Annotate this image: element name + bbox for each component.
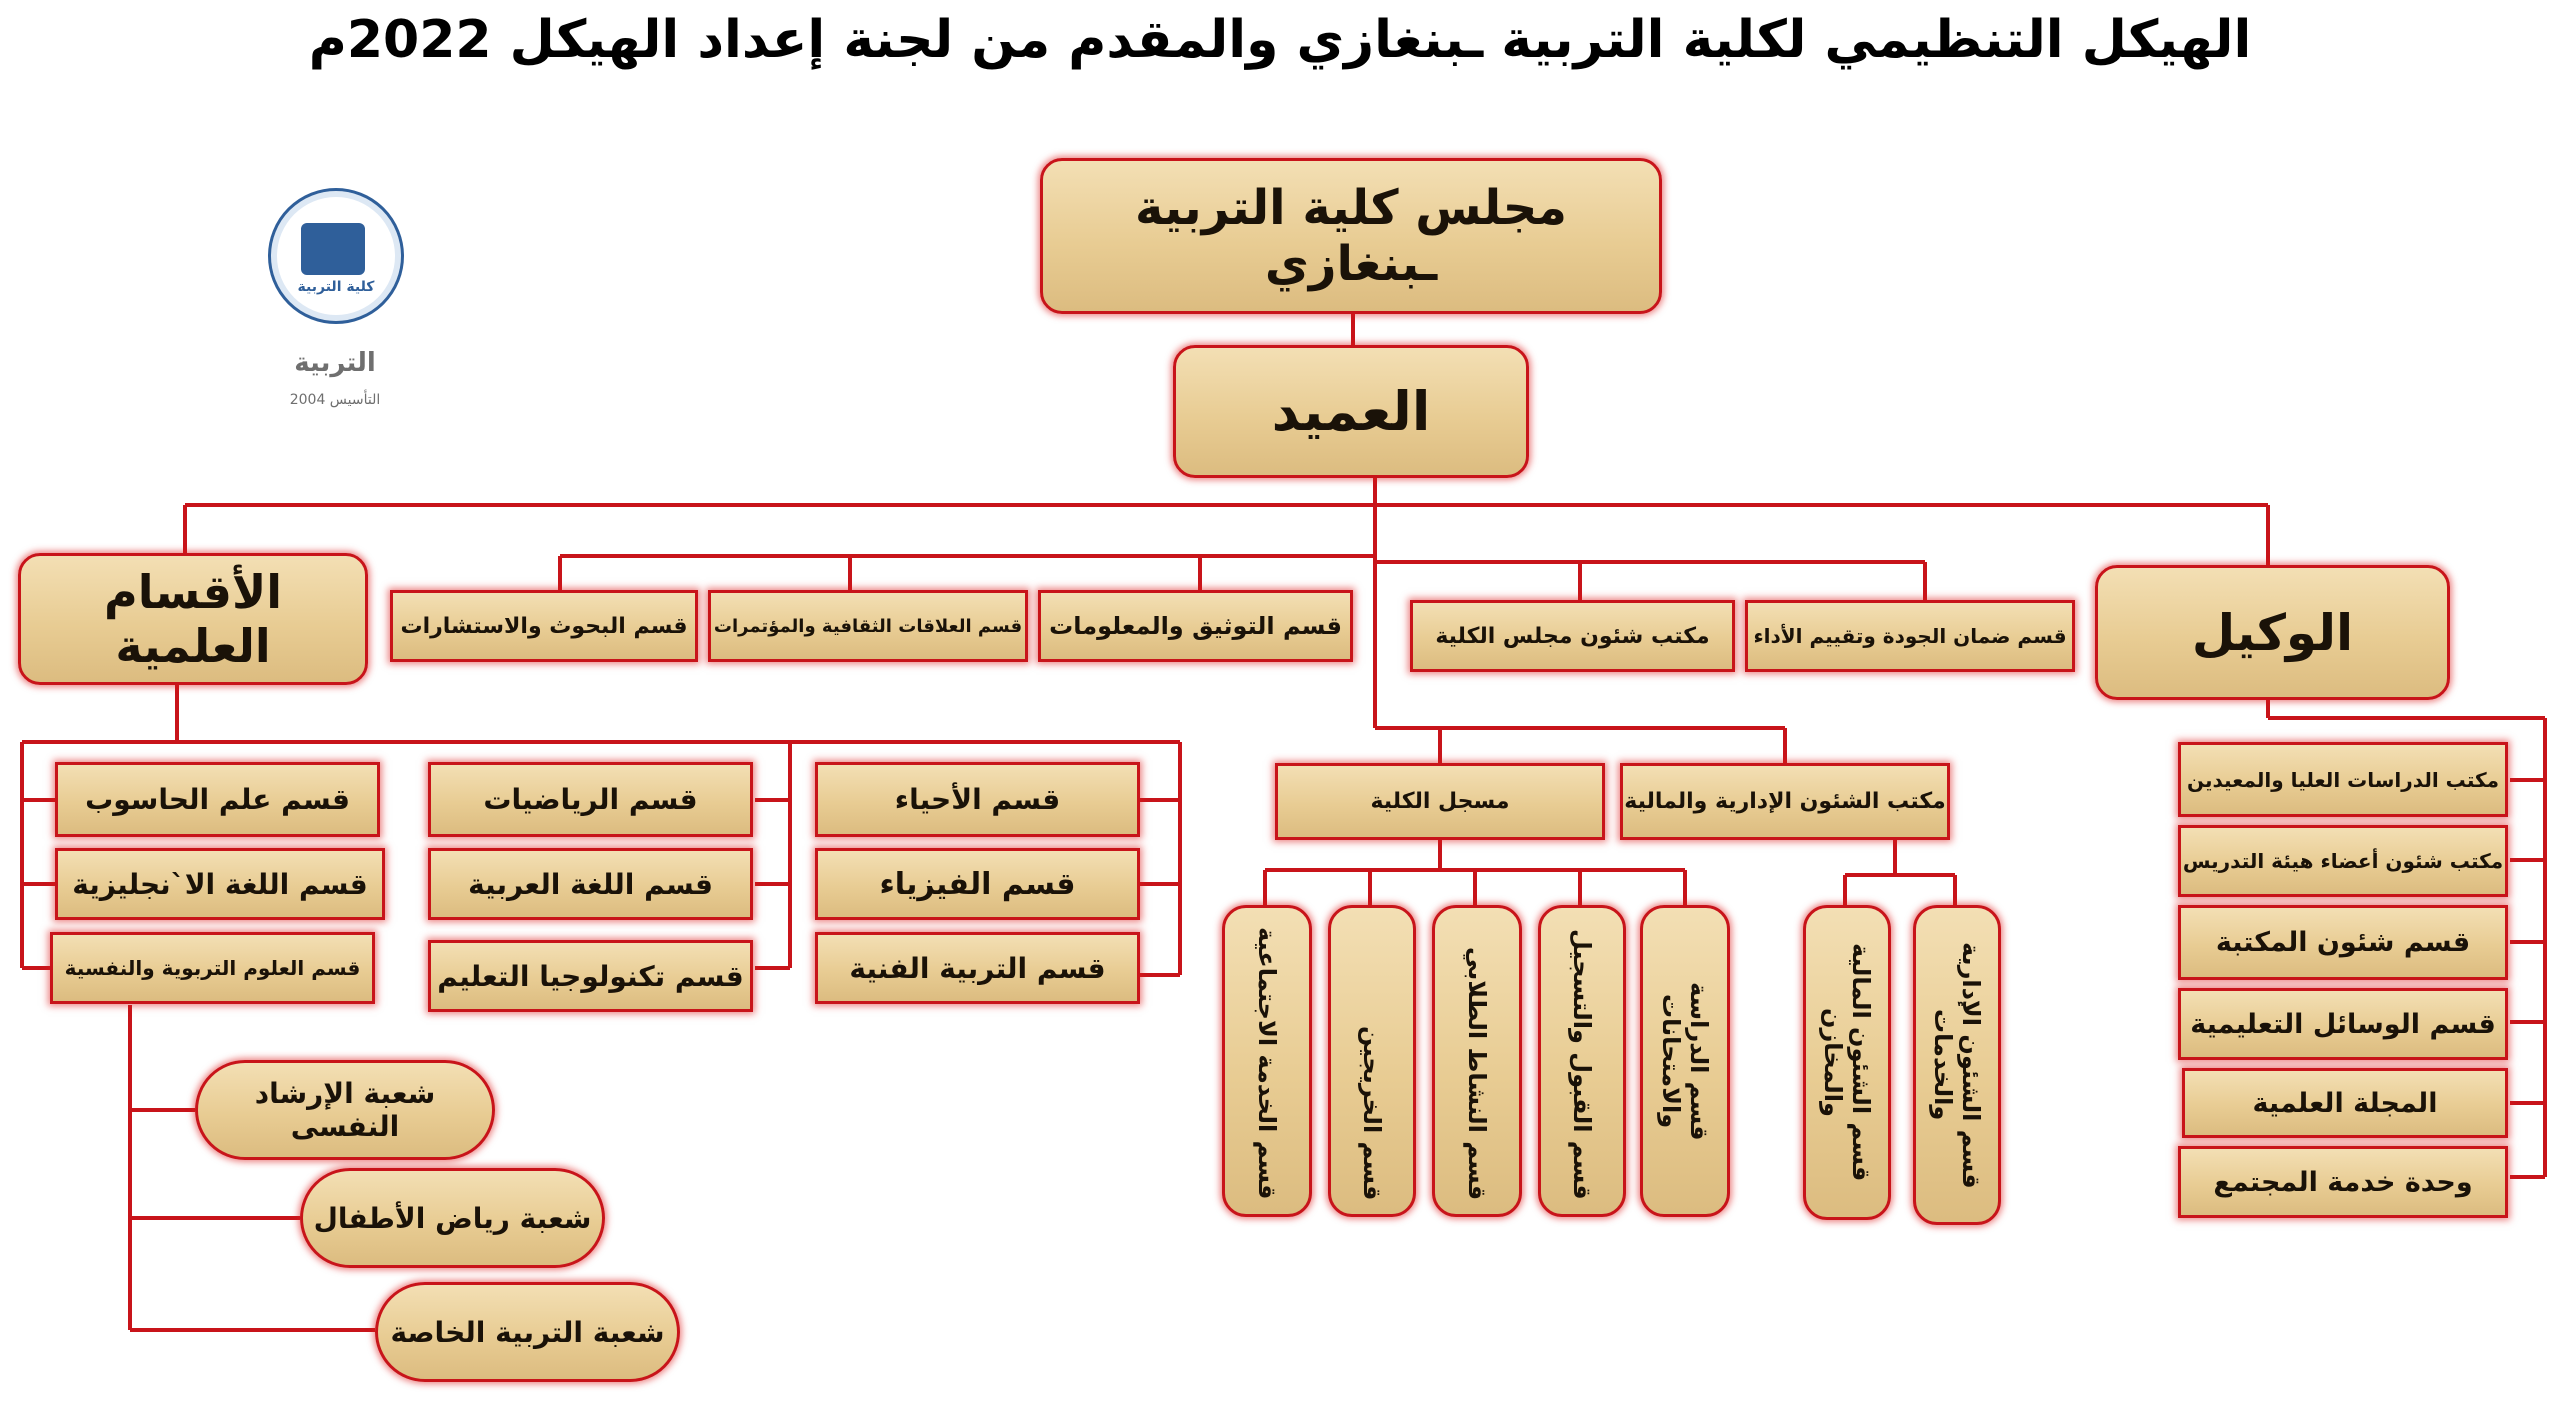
branch-pill: شعبة التربية الخاصة <box>375 1282 680 1382</box>
vice-dean-box: الوكيل <box>2095 565 2450 700</box>
department-box: قسم علم الحاسوب <box>55 762 380 837</box>
registrar-box: مسجل الكلية <box>1275 763 1605 840</box>
book-icon <box>301 223 365 275</box>
quality-unit-box: قسم ضمان الجودة وتقييم الأداء <box>1745 600 2075 672</box>
vice-item: قسم شئون المكتبة <box>2178 905 2508 980</box>
relations-unit-box: قسم العلاقات الثقافية والمؤتمرات <box>708 590 1028 662</box>
branch-pill: شعبة رياض الأطفال <box>300 1168 605 1268</box>
department-box: قسم الفيزياء <box>815 848 1140 920</box>
registrar-sub-box: قسم القبول والتسجيل <box>1538 905 1626 1217</box>
department-box: قسم العلوم التربوية والنفسية <box>50 932 375 1004</box>
university-logo: كلية التربية <box>268 188 404 324</box>
department-box: قسم تكنولوجيا التعليم <box>428 940 753 1012</box>
vice-item: قسم الوسائل التعليمية <box>2178 988 2508 1060</box>
research-unit-box: قسم البحوث والاستشارات <box>390 590 698 662</box>
admin-sub-box: قسم الشئون الإدارية والخدمات <box>1913 905 2001 1225</box>
branch-pill: شعبة الإرشاد النفسى <box>195 1060 495 1160</box>
registrar-sub-box: قسم الخريجين <box>1328 905 1416 1217</box>
registrar-sub-box: قسم الخدمة الاجتماعية <box>1222 905 1312 1217</box>
registrar-sub-box: قسم النشاط الطلابي <box>1432 905 1522 1217</box>
vice-item: المجلة العلمية <box>2182 1068 2508 1138</box>
vice-item: مكتب الدراسات العليا والمعيدين <box>2178 742 2508 817</box>
vice-item: وحدة خدمة المجتمع <box>2178 1146 2508 1218</box>
council-office-box: مكتب شئون مجلس الكلية <box>1410 600 1735 672</box>
department-box: قسم الأحياء <box>815 762 1140 837</box>
logo-ring-text: كلية التربية <box>297 279 375 295</box>
department-box: قسم التربية الفنية <box>815 932 1140 1004</box>
academic-departments-box: الأقسام العلمية <box>18 553 368 685</box>
registrar-sub-box: قسم الدراسة والامتحانات <box>1640 905 1730 1217</box>
admin-sub-box: قسم الشئون المالية والمخازن <box>1803 905 1891 1220</box>
council-box: مجلس كلية التربية ـبنغازي <box>1040 158 1662 314</box>
department-box: قسم اللغة الا`نجليزية <box>55 848 385 920</box>
documentation-unit-box: قسم التوثيق والمعلومات <box>1038 590 1353 662</box>
logo-subcaption: التأسيس 2004 <box>289 392 381 408</box>
logo-caption: التربية <box>294 348 376 378</box>
vice-item: مكتب شئون أعضاء هيئة التدريس <box>2178 825 2508 897</box>
page-title: الهيكل التنظيمي لكلية التربية ـبنغازي وا… <box>308 10 2252 70</box>
department-box: قسم الرياضيات <box>428 762 753 837</box>
department-box: قسم اللغة العربية <box>428 848 753 920</box>
dean-box: العميد <box>1173 345 1529 478</box>
admin-office-box: مكتب الشئون الإدارية والمالية <box>1620 763 1950 840</box>
